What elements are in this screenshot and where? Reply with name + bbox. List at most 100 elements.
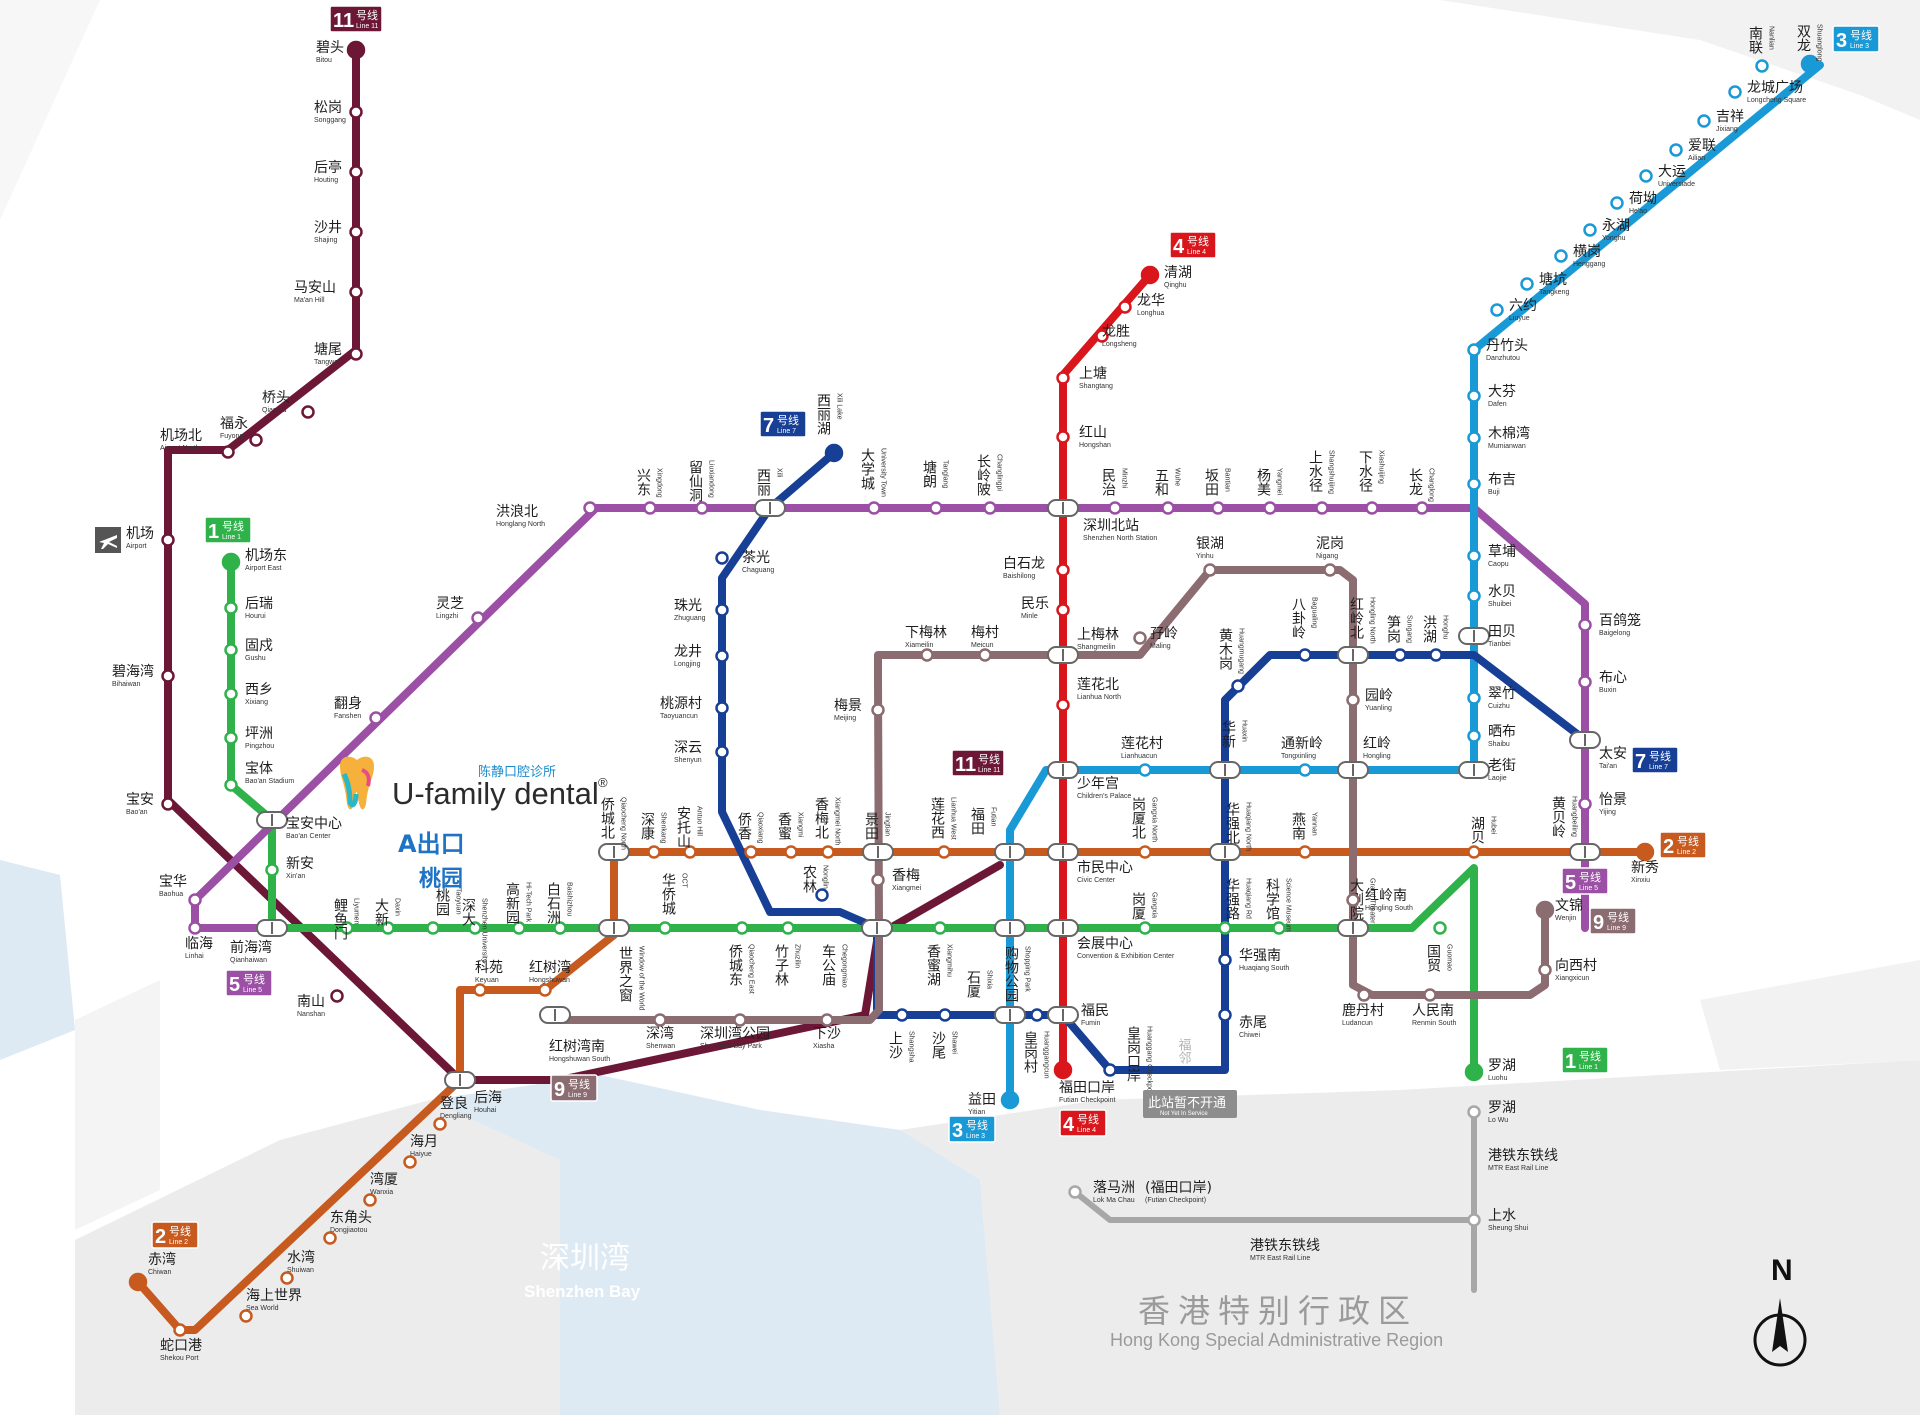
station-honglingnan[interactable]: 红岭南Hongling South	[1346, 888, 1413, 912]
station-linhai[interactable]: 临海Linhai	[185, 921, 213, 961]
station-lianhuabei[interactable]: 莲花北Lianhua North	[1056, 677, 1122, 712]
station-huizhanzhongxin[interactable]: 会展中心Convention & Exhibition Center	[1047, 919, 1175, 960]
station-xili[interactable]: 西丽Xili	[754, 468, 786, 517]
station-liyumen[interactable]: 鲤鱼门Liyumen	[332, 898, 360, 941]
station-xinxiu[interactable]: 新秀Xinxiu	[1631, 842, 1659, 884]
station-huaqiangbei[interactable]: 华强北Huaqiang North	[1209, 802, 1252, 861]
station-hongshuwannan[interactable]: 红树湾南Hongshuwan South	[539, 1006, 610, 1063]
station-shajing[interactable]: 沙井Shajing	[314, 220, 363, 244]
station-huaqianglu[interactable]: 华强路Huaqiang Rd	[1218, 878, 1252, 935]
station-longjing[interactable]: 龙井Longjing	[674, 644, 729, 668]
station-jingtian[interactable]: 景田Jingtian	[862, 812, 894, 861]
station-baishilong[interactable]: 白石龙Baishilong	[1003, 556, 1070, 580]
station-baigelong[interactable]: 百鸽笼Baigelong	[1578, 612, 1642, 637]
station-longsheng[interactable]: 龙胜Longsheng	[1095, 324, 1137, 348]
station-qiaochengdong[interactable]: 侨城东Qiaocheng East	[727, 921, 755, 994]
station-meicun[interactable]: 梅村Meicun	[971, 625, 999, 662]
station-daxin[interactable]: 大新Daxin	[373, 898, 401, 935]
station-renminnan[interactable]: 人民南Renmin South	[1412, 988, 1456, 1028]
station-shangtang[interactable]: 上塘Shangtang	[1056, 366, 1113, 390]
station-tangkeng[interactable]: 塘坑Tangkeng	[1520, 272, 1570, 296]
station-maling[interactable]: 孖岭Maling	[1133, 626, 1179, 650]
station-airportnorth[interactable]: 机场北Airport North	[160, 428, 235, 459]
station-liuxiandong[interactable]: 留仙洞Liuxiandong	[687, 460, 715, 515]
station-caopu[interactable]: 草埔Caopu	[1467, 544, 1517, 568]
station-qiaochengbei[interactable]: 侨城北Qiaocheng North	[598, 797, 630, 861]
station-yannan[interactable]: 燕南Yannan	[1290, 812, 1318, 859]
station-wuhe[interactable]: 五和Wuhe	[1153, 468, 1181, 515]
station-gaoxinyuan[interactable]: 高新园Hi-Tech Park	[504, 881, 532, 935]
station-fuyong[interactable]: 福永Fuyong	[220, 416, 263, 447]
station-longchengguangchang[interactable]: 龙城广场Longcheng Square	[1728, 80, 1807, 104]
station-shenyun[interactable]: 深云Shenyun	[674, 740, 729, 764]
station-hourui[interactable]: 后瑞Hourui	[224, 596, 274, 620]
station-shenkang[interactable]: 深康Shenkang	[639, 812, 667, 859]
station-qiaotou[interactable]: 桥头Qiaotou	[262, 390, 315, 419]
station-taoyuan[interactable]: 桃园Taoyuan	[426, 888, 462, 935]
station-keyuan[interactable]: 科苑Keyuan	[473, 960, 504, 997]
station-maanshan[interactable]: 马安山Ma'an Hill	[294, 280, 363, 304]
station-fumin[interactable]: 福民Fumin	[1047, 1003, 1109, 1027]
station-huaxin[interactable]: 华新Huaxin	[1209, 720, 1248, 779]
station-sheungshui[interactable]: 上水Sheung Shui	[1467, 1208, 1529, 1232]
station-baohua[interactable]: 宝华Baohua	[159, 874, 202, 907]
station-gushu[interactable]: 固戍Gushu	[224, 638, 274, 662]
station-shekougang[interactable]: 蛇口港Shekou Port	[160, 1323, 202, 1363]
station-laojie[interactable]: 老街Laojie	[1458, 758, 1516, 782]
station-luohu[interactable]: 罗湖Luohu	[1464, 1058, 1516, 1082]
station-meijing[interactable]: 梅景Meijing	[834, 698, 885, 722]
station-buji[interactable]: 布吉Buji	[1467, 472, 1517, 496]
station-nigang[interactable]: 泥岗Nigang	[1316, 536, 1344, 577]
station-futian[interactable]: 福田Futian	[969, 807, 1026, 861]
station-yuanling[interactable]: 园岭Yuanling	[1346, 688, 1394, 712]
station-zhuguang[interactable]: 珠光Zhuguang	[674, 598, 729, 622]
station-shenzhenwangongyuan[interactable]: 深圳湾公园Shenzhen Bay Park	[700, 1013, 770, 1051]
station-gangxiabei[interactable]: 岗厦北Gangxia North	[1130, 797, 1158, 859]
station-huangmugang[interactable]: 黄木岗Huangmugang	[1217, 627, 1245, 693]
station-baoan[interactable]: 宝安Bao'an	[126, 792, 175, 816]
station-pingzhou[interactable]: 坪洲Pingzhou	[224, 726, 275, 750]
station-minle[interactable]: 民乐Minle	[1021, 596, 1070, 620]
station-yonghu[interactable]: 永湖Yonghu	[1583, 218, 1631, 242]
station-yijing[interactable]: 怡景Yijing	[1578, 792, 1628, 816]
station-xiasha[interactable]: 下沙Xiasha	[813, 1013, 841, 1051]
station-shuiwan[interactable]: 水湾Shuiwan	[280, 1249, 316, 1285]
station-bantian[interactable]: 坂田Bantian	[1203, 468, 1231, 515]
station-longhua[interactable]: 龙华Longhua	[1118, 293, 1166, 317]
station-haiyue[interactable]: 海月Haiyue	[403, 1134, 439, 1169]
station-chaguang[interactable]: 茶光Chaguang	[715, 550, 775, 574]
station-shaoniangong[interactable]: 少年宫Children's Palace	[1047, 761, 1131, 800]
station-nonglin[interactable]: 农林Nonglin	[801, 865, 829, 902]
station-nanshan[interactable]: 南山Nanshan	[297, 989, 344, 1019]
station-shixia[interactable]: 石厦Shixia	[965, 970, 1026, 1024]
station-cuizhu[interactable]: 翠竹Cuizhu	[1467, 686, 1517, 710]
station-shawei[interactable]: 沙尾Shawei	[930, 1008, 958, 1061]
station-gouwugongyuan[interactable]: 购物公园Shopping Park	[994, 919, 1031, 1002]
station-bitou[interactable]: 碧头Bitou	[316, 40, 366, 64]
station-daxuecheng[interactable]: 大学城University Town	[859, 448, 887, 515]
station-huanggangkouan[interactable]: 皇岗口岸Huanggang Checkpoint	[1103, 1026, 1153, 1099]
station-fanshen[interactable]: 翻身Fanshen	[334, 696, 383, 725]
station-baishizhou[interactable]: 白石洲Baishizhou	[545, 882, 573, 935]
station-airport[interactable]: 机场Airport	[126, 526, 175, 550]
station-xingdong[interactable]: 兴东Xingdong	[635, 468, 663, 515]
station-huaqiaocheng[interactable]: 华侨城OCT	[658, 873, 688, 935]
station-mumianwan[interactable]: 木棉湾Mumianwan	[1467, 425, 1531, 450]
station-dongjiaotou[interactable]: 东角头Dongjiaotou	[323, 1210, 373, 1245]
station-henggang[interactable]: 横岗Henggang	[1554, 244, 1606, 268]
station-songgang[interactable]: 松岗Songgang	[314, 100, 363, 124]
station-chiwei[interactable]: 赤尾Chiwei	[1218, 1008, 1268, 1040]
station-mtreast2[interactable]: 港铁东铁线MTR East Rail Line	[1250, 1238, 1320, 1262]
station-houhai[interactable]: 后海Houhai	[444, 1071, 502, 1114]
station-tongxinling[interactable]: 通新岭Tongxinling	[1281, 736, 1323, 777]
station-houting[interactable]: 后亭Houting	[314, 159, 363, 184]
station-huangbeiling[interactable]: 黄贝岭Huangbeiling	[1550, 795, 1601, 861]
station-dengliang[interactable]: 登良Dengliang	[433, 1096, 472, 1131]
station-huanggangcun[interactable]: 皇岗村Huanggangcun	[1022, 1008, 1050, 1079]
station-taoyuancun[interactable]: 桃源村Taoyuancun	[660, 696, 729, 720]
station-yitian[interactable]: 益田Yitian	[968, 1090, 1020, 1116]
station-danzhutou[interactable]: 丹竹头Danzhutou	[1467, 338, 1529, 362]
station-ailian[interactable]: 爱联Ailian	[1669, 138, 1717, 162]
station-haishangshijie[interactable]: 海上世界Sea World	[239, 1288, 303, 1323]
station-honglingbei[interactable]: 红岭北Hongling North	[1337, 597, 1376, 664]
